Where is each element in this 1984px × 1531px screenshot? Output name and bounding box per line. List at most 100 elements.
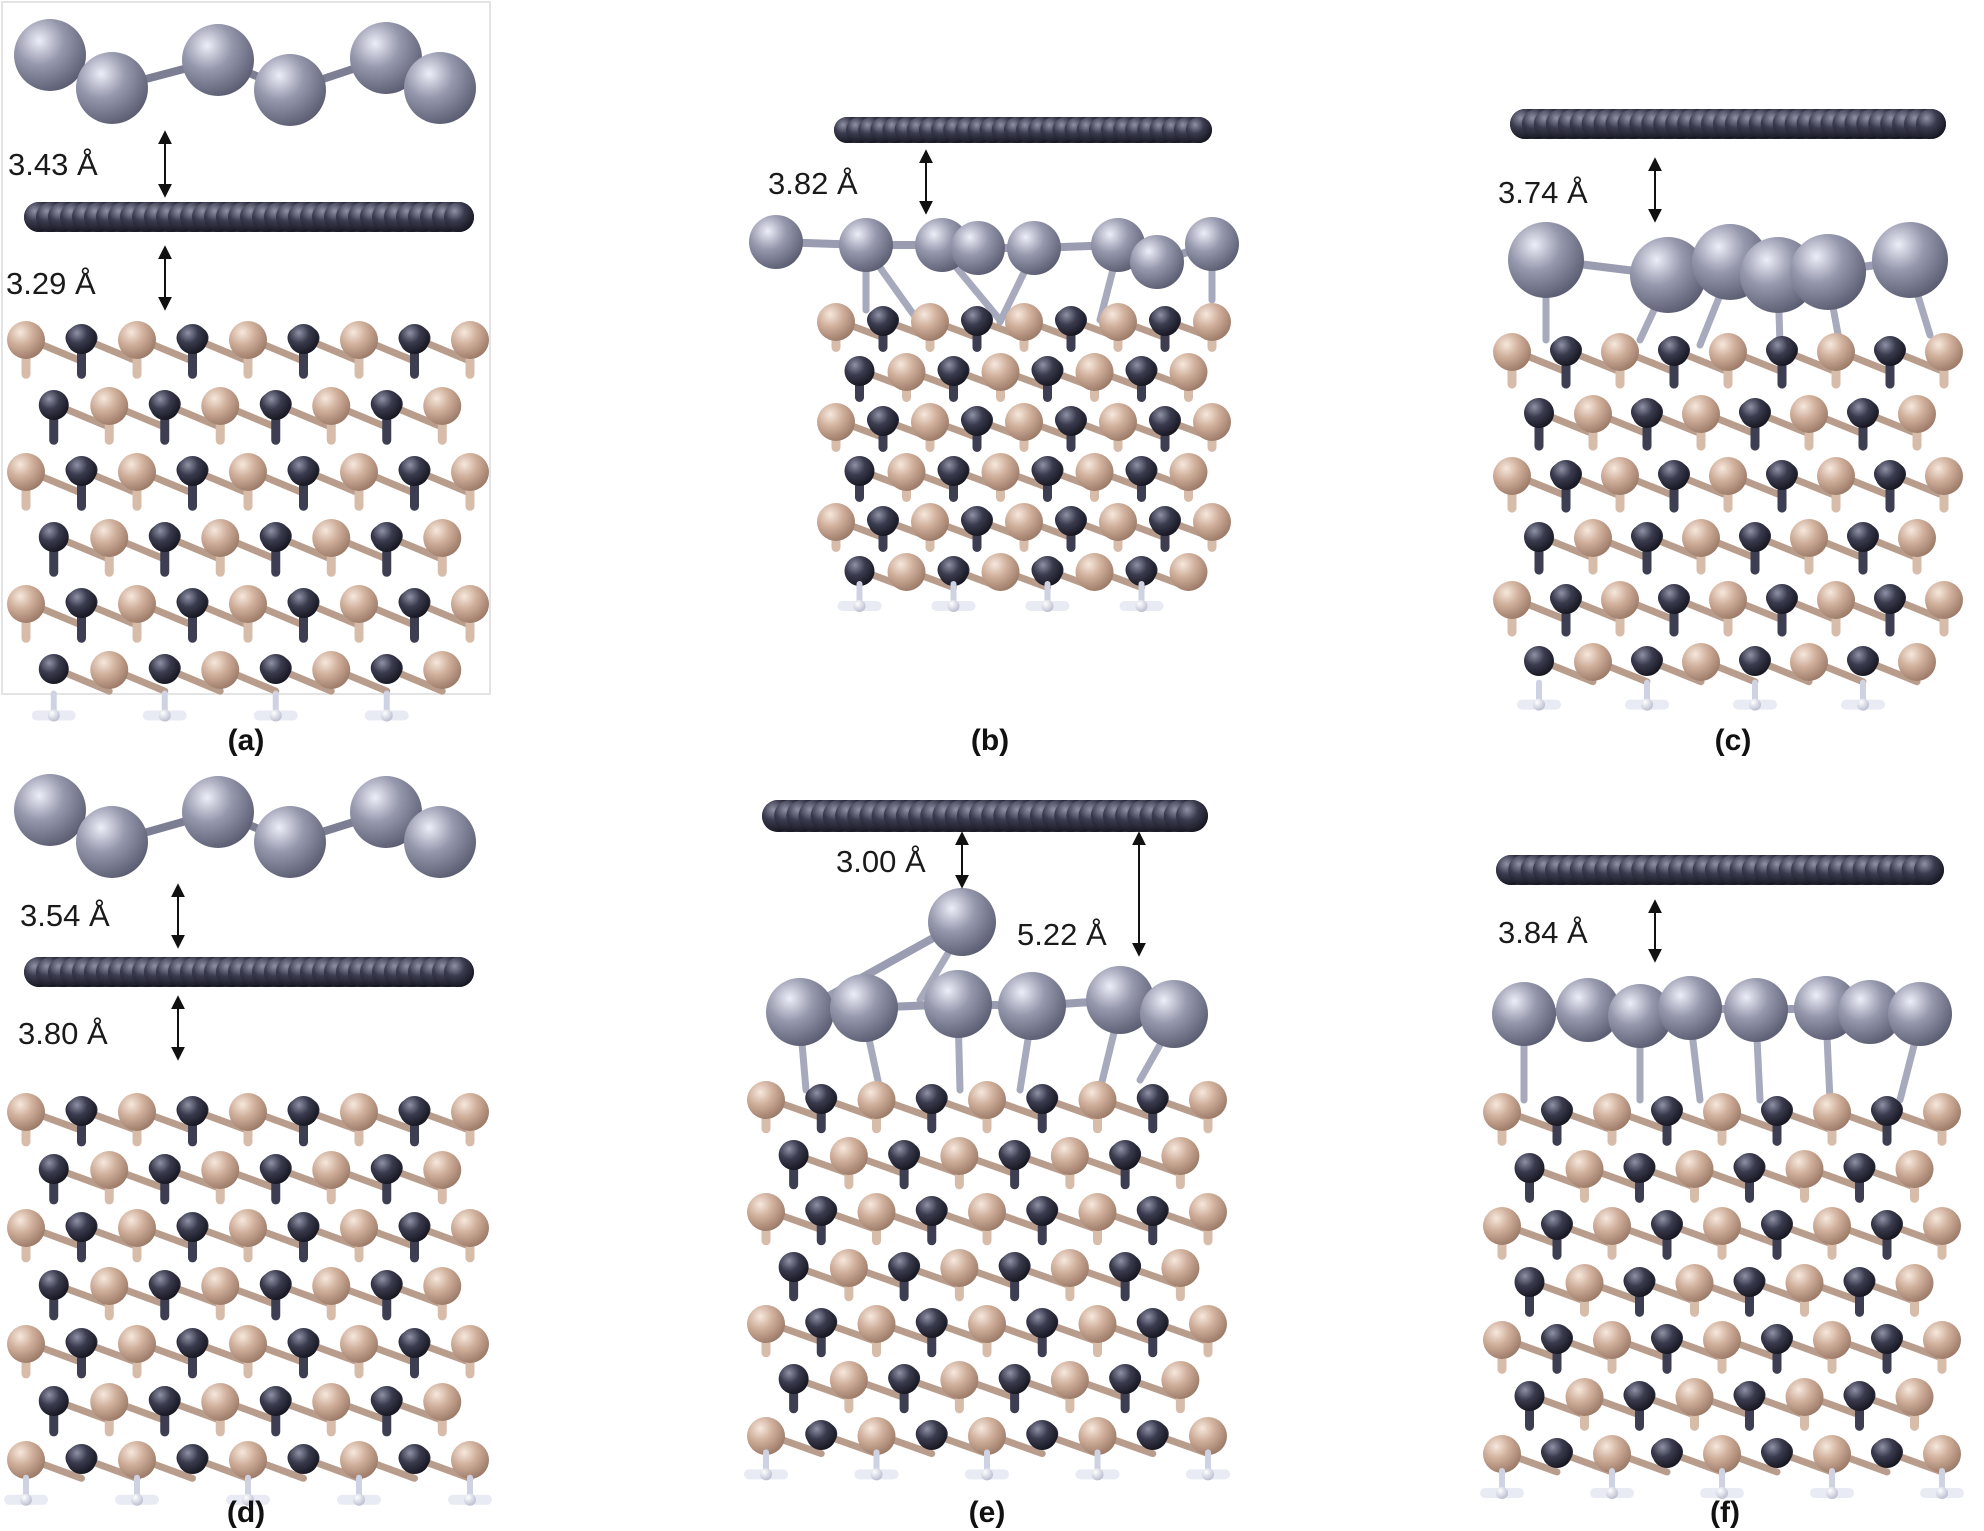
boron-atom [1895,1150,1934,1188]
distance-label: 3.80 Å [18,1016,108,1051]
panel-f: 3.84 Å (f) [1480,855,1964,1529]
boron-atom [968,1193,1006,1231]
carbon-atom [1872,1438,1902,1468]
carbon-atom [1848,646,1878,676]
carbon-atom [66,324,97,354]
boron-atom [201,651,240,689]
hydrogen-atom [1091,1468,1104,1481]
metal-layer [766,888,1208,1094]
carbon-atom [1734,1267,1765,1297]
boron-atom [1785,1264,1824,1302]
boron-atom [1075,353,1114,391]
boron-atom [1483,1207,1521,1245]
hydrogen-atom [380,709,393,722]
carbon-atom [1056,306,1086,336]
carbon-atom [260,654,291,684]
metal-atom [1608,984,1672,1048]
boron-atom [1099,403,1137,441]
panel-a: 3.43 Å 3.29 Å (a) [6,19,489,757]
distance-label: 5.22 Å [1017,917,1107,952]
carbon-atom [371,390,402,420]
carbon-atom [149,1386,180,1416]
boron-atom [118,453,156,491]
boron-atom [90,1383,129,1421]
boron-atom [312,651,351,689]
graphene-sheet [834,117,1212,143]
hydrogen-atom [269,709,282,722]
metal-atom [766,978,834,1046]
boron-atom [1703,1207,1741,1245]
metal-atom [1724,978,1788,1042]
panel-label: (b) [971,724,1009,757]
carbon-atom [1659,336,1689,366]
boron-atom [981,353,1020,391]
boron-atom [817,403,855,441]
boron-atom [340,453,378,491]
hydrogen-atom [158,709,171,722]
panel-label: (c) [1715,724,1752,757]
boron-atom [829,1361,868,1399]
boron-atom [1593,1435,1631,1473]
distance-label: 3.54 Å [20,898,110,933]
substrate-slab [7,321,489,722]
metal-atom [182,24,254,96]
boron-atom [1193,303,1231,341]
boron-atom [7,585,45,623]
metal-atom [924,970,992,1038]
panel-d: 3.54 Å 3.80 Å (d) [4,774,492,1529]
boron-atom [1493,581,1531,619]
carbon-atom [38,390,69,420]
boron-atom [1565,1264,1604,1302]
hydrogen-atom [464,1493,476,1506]
boron-atom [887,353,926,391]
boron-atom [817,503,855,541]
carbon-atom [1110,1252,1141,1282]
carbon-atom [1767,460,1797,490]
carbon-atom [1872,1324,1902,1354]
carbon-atom [177,324,208,354]
carbon-atom [371,522,402,552]
carbon-atom [916,1420,947,1450]
hydrogen-atom [981,1468,993,1481]
hydrogen-atom [1826,1487,1838,1500]
carbon-atom [1032,556,1063,586]
metal-atom [830,974,898,1042]
metal-atom [350,776,422,848]
boron-atom [1189,1081,1227,1119]
carbon-atom [38,1270,69,1300]
hydrogen-atom [242,1493,254,1506]
metal-atom [1658,976,1722,1040]
carbon-atom [938,556,969,586]
carbon-atom [889,1252,920,1282]
carbon-atom [177,588,208,618]
boron-atom [1078,1417,1117,1455]
carbon-atom [868,406,898,436]
panel-label: (d) [227,1496,265,1529]
boron-atom [118,1441,156,1479]
metal-atom [1790,234,1866,310]
carbon-atom [1551,336,1581,366]
carbon-atom [778,1140,809,1170]
carbon-atom [444,202,474,232]
boron-atom [423,1267,462,1305]
boron-atom [1593,1093,1631,1131]
carbon-atom [260,1154,291,1184]
carbon-atom [999,1252,1030,1282]
carbon-atom [1542,1096,1572,1126]
boron-atom [423,651,462,689]
carbon-atom [1652,1096,1682,1126]
boron-atom [1813,1093,1851,1131]
carbon-atom [1514,1153,1545,1183]
boron-atom [1709,457,1747,495]
carbon-atom [868,506,898,536]
carbon-atom [1027,1420,1058,1450]
carbon-atom [66,588,97,618]
boron-atom [747,1193,785,1231]
boron-atom [340,1441,378,1479]
carbon-atom [806,1420,837,1450]
boron-atom [229,453,267,491]
boron-atom [118,585,156,623]
boron-atom [1593,1207,1631,1245]
boron-atom [1169,353,1208,391]
boron-atom [312,1267,351,1305]
